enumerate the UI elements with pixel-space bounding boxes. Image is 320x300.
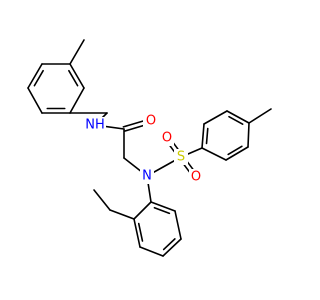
bond-t4-t5 <box>27 87 43 114</box>
bond-e2-e3 <box>133 218 141 248</box>
bond-eCH2-eCH3 <box>93 189 111 211</box>
amide-nitrogen-label: NH <box>85 118 105 133</box>
bond-p6-p1 <box>201 147 227 161</box>
bond-e4-e5 <box>162 238 182 257</box>
aromatic-bond-p5-p6 <box>227 145 243 156</box>
bond-e1-e2 <box>133 201 152 220</box>
carbonyl-oxygen-atom: O <box>143 113 158 129</box>
bond-e6-e1 <box>150 201 176 212</box>
sulfonyl-sulfur-label: S <box>177 150 185 165</box>
aromatic-bond-e4-e5 <box>162 238 176 251</box>
sulfonyl-oxygen-upper-label: O <box>162 131 172 146</box>
aromatic-bond-p3-p4 <box>228 115 244 125</box>
sulfonyl-oxygen-lower-atom: O <box>189 169 203 185</box>
aromatic-bond-e1-e6 <box>153 206 171 215</box>
bond-e2-eCH2 <box>109 209 135 220</box>
bond-t1-t2 <box>69 63 85 89</box>
bond-p5-p6 <box>225 146 249 161</box>
bond-p4-p5 <box>247 122 250 148</box>
molecule-structure: O NH N S O O <box>27 39 272 257</box>
aromatic-bond-t3-t4 <box>33 69 44 87</box>
aromatic-bond-p1-p2 <box>205 127 209 145</box>
bond-p4-pMe <box>248 108 272 124</box>
sulfonyl-sulfur-atom: S <box>174 149 188 165</box>
carbonyl-oxygen-label: O <box>146 114 156 129</box>
atom-label-layer: O NH N S O O <box>84 113 203 185</box>
sulfonamide-nitrogen-label: N <box>142 169 152 184</box>
bond-p1-p2 <box>201 123 205 149</box>
bond-p2-p3 <box>203 110 228 125</box>
sulfonamide-nitrogen-atom: N <box>140 168 154 184</box>
aromatic-bond-t1-t2 <box>68 69 79 87</box>
bond-t3-t4 <box>27 63 43 89</box>
bond-t2-tMe <box>69 39 85 65</box>
sulfonyl-oxygen-upper-atom: O <box>160 130 174 146</box>
aromatic-bond-e2-e3 <box>137 222 144 242</box>
amide-nitrogen-atom: NH <box>84 117 106 133</box>
bond-layer <box>27 39 272 257</box>
bond-e3-e4 <box>139 246 164 257</box>
bond-t6-t1 <box>69 87 85 114</box>
sulfonyl-oxygen-lower-label: O <box>191 170 201 185</box>
bond-p3-p4 <box>226 110 250 124</box>
bond-e5-e6 <box>174 210 182 240</box>
